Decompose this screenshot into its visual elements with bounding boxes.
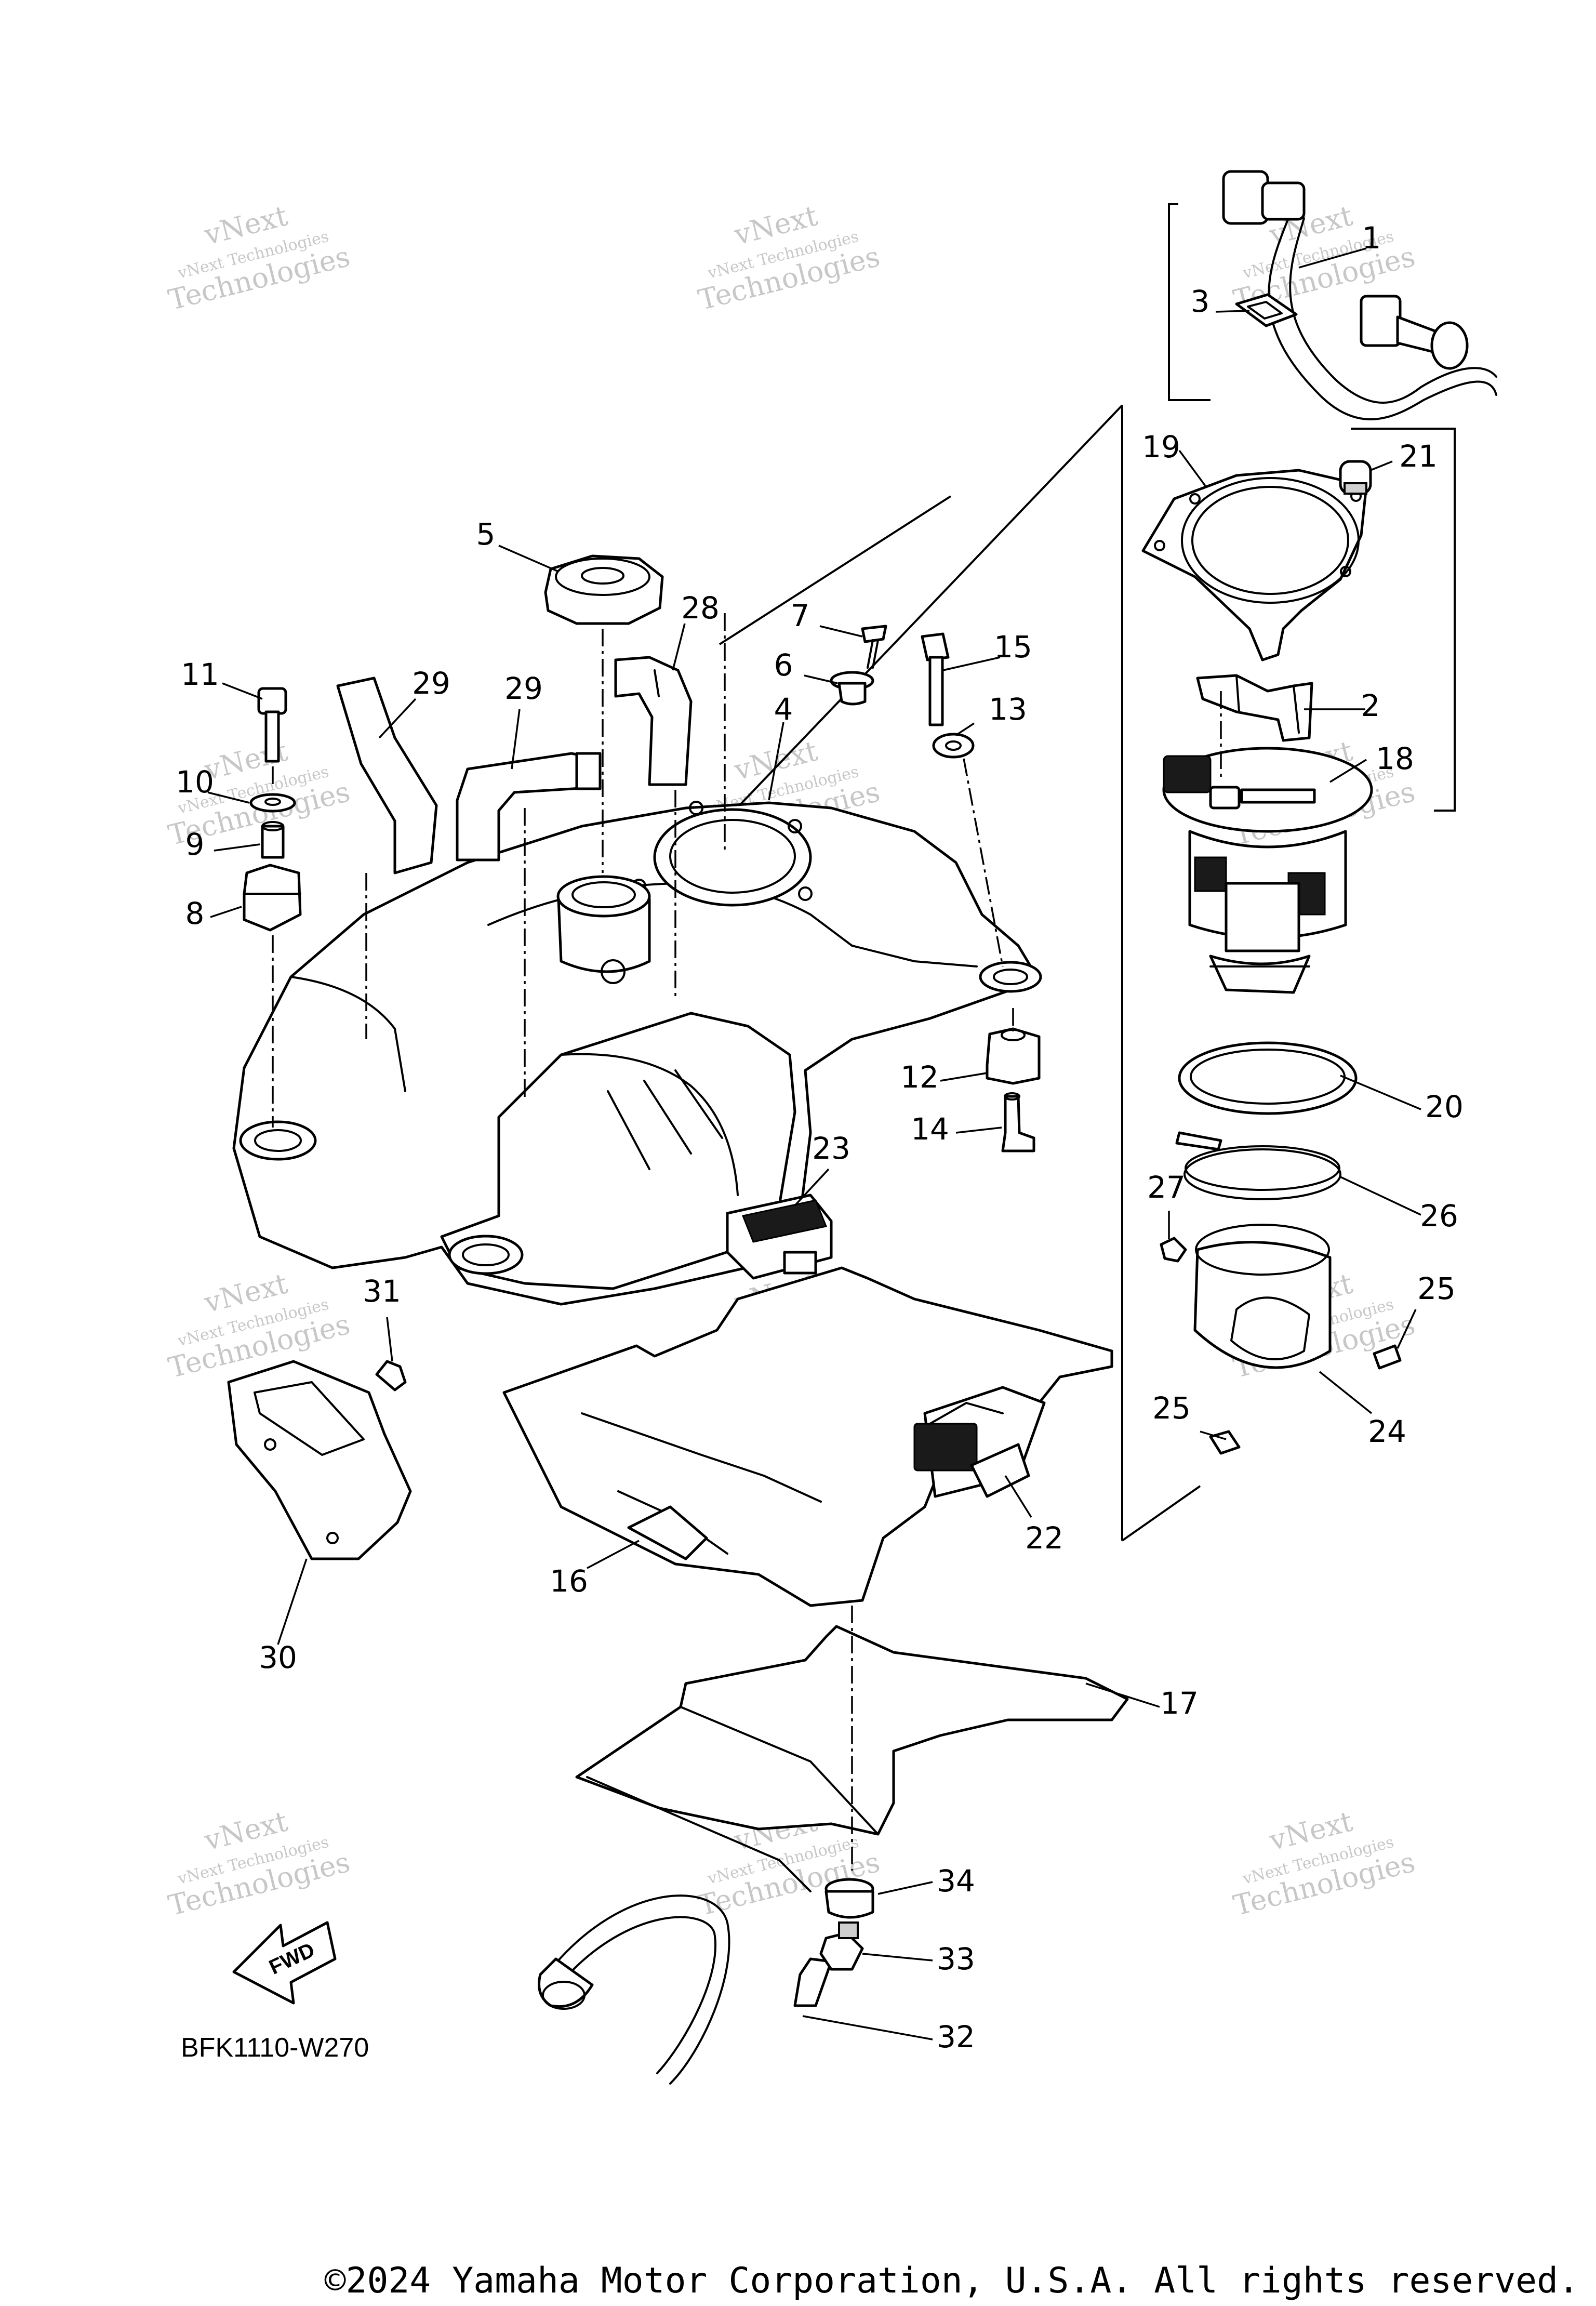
callout-22: 22 — [1025, 1520, 1063, 1556]
bolt-11 — [257, 687, 287, 763]
callout-34: 34 — [937, 1863, 975, 1899]
screw-25-and-27 — [1160, 1237, 1402, 1455]
callout-11: 11 — [181, 657, 219, 692]
copyright-notice: ©2024 Yamaha Motor Corporation, U.S.A. A… — [325, 2260, 1579, 2301]
callout-29: 29 — [504, 671, 543, 706]
callout-23: 23 — [812, 1131, 850, 1166]
callout-frames — [719, 203, 1456, 1542]
callout-29: 29 — [412, 666, 450, 701]
breather-hose-assembly — [1222, 170, 1497, 420]
callout-18: 18 — [1376, 741, 1414, 776]
callout-33: 33 — [937, 1941, 975, 1977]
callout-13: 13 — [989, 692, 1027, 727]
callout-1: 1 — [1362, 220, 1381, 256]
callout-32: 32 — [937, 2019, 975, 2055]
callout-25: 25 — [1417, 1271, 1456, 1306]
callout-2: 2 — [1361, 688, 1380, 723]
callout-30: 30 — [259, 1640, 297, 1675]
callout-26: 26 — [1420, 1198, 1458, 1234]
callout-8: 8 — [185, 896, 205, 931]
callout-19: 19 — [1142, 429, 1180, 465]
drawing-code: BFK1110-W270 — [181, 2033, 369, 2063]
fwd-arrow-icon: FWD — [232, 1921, 337, 2005]
callout-numbers: 1234567891011121314151617181920212223242… — [176, 220, 1464, 2055]
damper-8 — [243, 864, 302, 932]
washer-10 — [249, 793, 296, 813]
callout-6: 6 — [774, 647, 793, 683]
collar-14 — [1001, 1092, 1035, 1152]
fuel-pump-assembly — [1162, 747, 1373, 994]
fuel-tank — [232, 801, 1042, 1306]
callout-16: 16 — [550, 1563, 588, 1599]
callout-14: 14 — [911, 1111, 949, 1147]
bracket-2 — [1196, 674, 1313, 742]
shroud-30 — [227, 1360, 412, 1560]
callout-5: 5 — [476, 516, 496, 552]
callout-31: 31 — [363, 1274, 401, 1309]
assembly-lines — [272, 613, 1222, 1871]
hose-29-left — [336, 677, 438, 874]
drain-hose-32 — [538, 1894, 833, 2085]
bolt-7 — [861, 625, 887, 669]
wire-holder-23 — [726, 1194, 833, 1280]
bolt-15 — [921, 632, 950, 726]
callout-17: 17 — [1160, 1686, 1199, 1721]
pump-case-24 — [1193, 1224, 1332, 1369]
callout-4: 4 — [774, 692, 793, 727]
callout-10: 10 — [176, 764, 214, 800]
pump-gasket-plate — [1141, 469, 1368, 661]
callout-24: 24 — [1368, 1414, 1406, 1449]
clamp-26 — [1175, 1131, 1341, 1200]
leader-lines — [207, 247, 1421, 2040]
callout-27: 27 — [1147, 1170, 1186, 1205]
clip-31 — [375, 1360, 407, 1391]
callout-7: 7 — [791, 598, 810, 633]
collar-9 — [261, 821, 285, 859]
callout-25: 25 — [1152, 1390, 1191, 1426]
cover-16 — [502, 1266, 1113, 1607]
callout-20: 20 — [1425, 1089, 1464, 1124]
washer-13 — [932, 733, 975, 759]
filler-cap-5 — [544, 554, 664, 625]
callout-12: 12 — [900, 1059, 939, 1095]
damper-12 — [986, 1027, 1041, 1085]
grommet-34 — [824, 1878, 874, 1919]
hose-29-mid — [456, 752, 602, 862]
grommet-6 — [830, 671, 874, 706]
callout-21: 21 — [1399, 439, 1438, 474]
callout-28: 28 — [681, 590, 720, 626]
cap-nut-21 — [1339, 460, 1372, 495]
callout-3: 3 — [1191, 284, 1210, 319]
ring-20 — [1178, 1041, 1358, 1115]
callout-9: 9 — [185, 827, 205, 862]
callout-15: 15 — [994, 629, 1032, 665]
hose-28 — [614, 656, 693, 786]
drain-union-33 — [819, 1921, 864, 1971]
